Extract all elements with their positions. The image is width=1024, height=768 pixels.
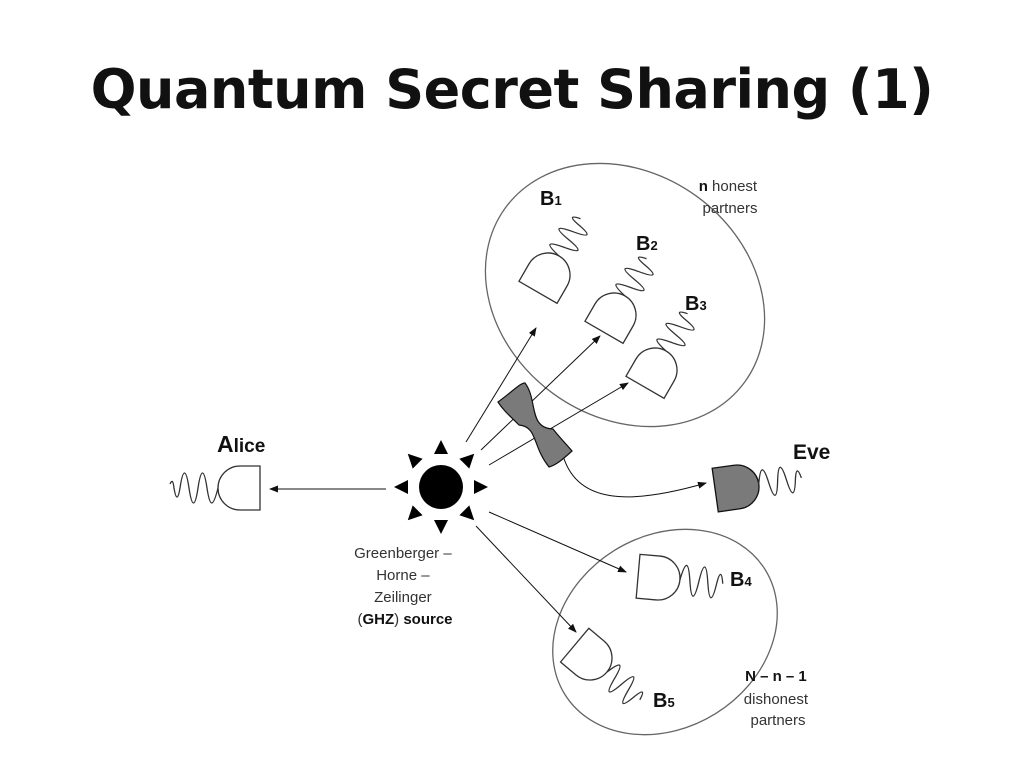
arrow-to-b1 (465, 327, 537, 443)
arrow-to-eve (561, 451, 707, 498)
arrow-to-b4 (488, 511, 627, 573)
b2-detector-icon (584, 256, 654, 345)
partner-label-b5: B5 (653, 690, 675, 712)
photon-arrows (269, 327, 707, 633)
partner-label-b1: B1 (540, 188, 562, 210)
arrow-to-b2 (480, 335, 601, 451)
dishonest-group-note: N – n – 1 dishonest partners (744, 668, 812, 729)
honest-group-ellipse (484, 162, 766, 428)
eve-label: Eve (793, 441, 830, 464)
honest-group-note: n honest partners (699, 178, 762, 217)
arrow-to-b3 (488, 382, 629, 466)
slide-title: Quantum Secret Sharing (1) (90, 58, 934, 121)
eavesdrop-filter (497, 382, 573, 468)
ghz-source-icon (394, 440, 488, 534)
partner-label-b3: B3 (685, 293, 707, 315)
alice-detector-icon (169, 465, 261, 511)
eve-detector-icon (711, 464, 802, 513)
b1-detector-icon (518, 216, 588, 305)
b3-detector-icon (625, 311, 695, 400)
alice-label: Alice (217, 431, 265, 457)
partner-label-b2: B2 (636, 233, 658, 255)
ghz-source-caption: Greenberger – Horne – Zeilinger (GHZ) so… (354, 545, 456, 628)
b4-detector-icon (635, 553, 724, 601)
partner-label-b4: B4 (730, 569, 752, 591)
arrow-to-b5 (475, 525, 577, 633)
dishonest-group-ellipse (552, 528, 778, 736)
b5-detector-icon (559, 627, 644, 705)
